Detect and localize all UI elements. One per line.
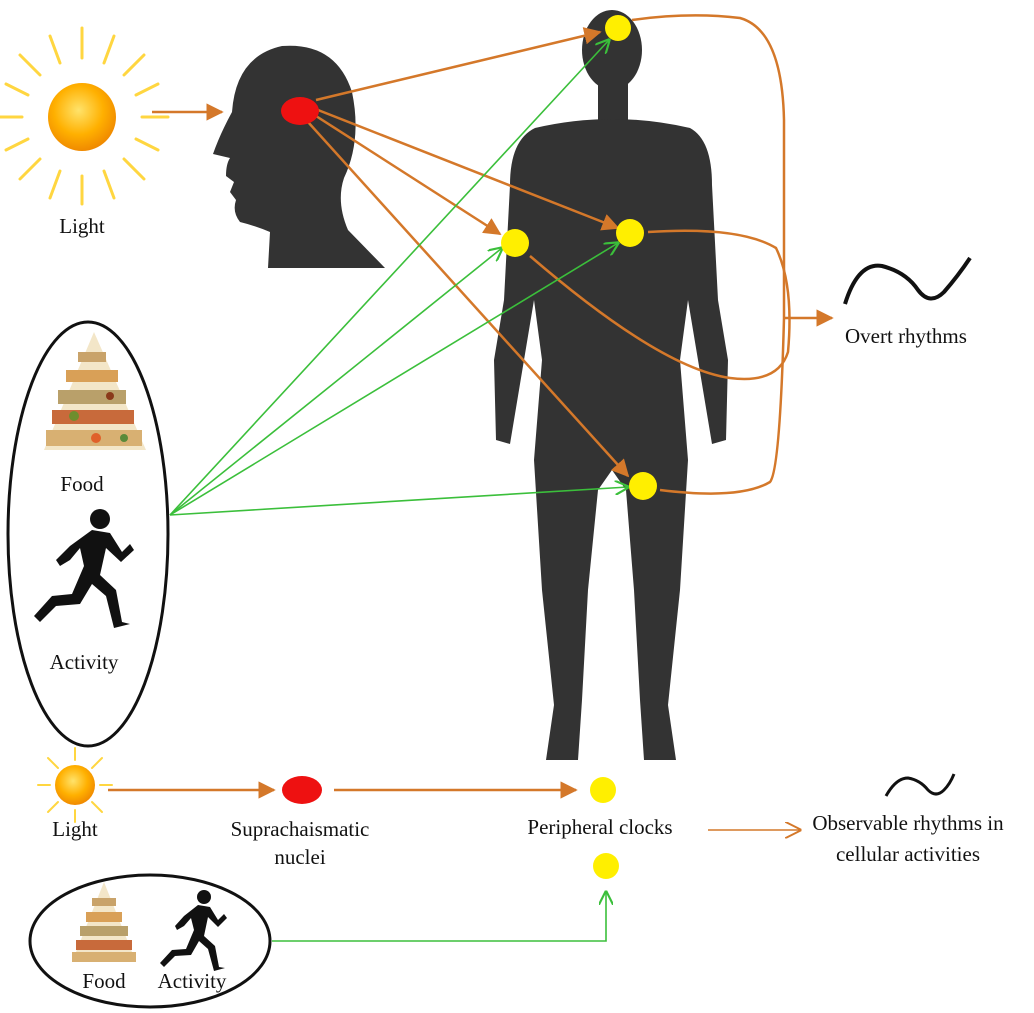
scn-dot bbox=[282, 776, 322, 804]
human-body-silhouette-icon bbox=[494, 10, 728, 760]
sun-icon bbox=[0, 28, 168, 204]
wave-icon bbox=[845, 258, 970, 304]
peripheral-clock-dot-bottom bbox=[593, 853, 619, 879]
food-activity-group-bottom bbox=[30, 875, 270, 1007]
peripheral-clock-brain bbox=[605, 15, 631, 41]
head-silhouette-icon bbox=[213, 46, 385, 268]
activity-label-top: Activity bbox=[50, 650, 119, 674]
activity-label-bottom: Activity bbox=[158, 969, 227, 993]
overt-rhythms-label: Overt rhythms bbox=[845, 324, 967, 348]
observable-rhythms-line1: Observable rhythms in bbox=[812, 811, 1004, 835]
scn-label-line1: Suprachaismatic bbox=[231, 817, 370, 841]
wave-icon-small bbox=[886, 774, 954, 796]
peripheral-clock-arm bbox=[501, 229, 529, 257]
runner-icon bbox=[34, 509, 134, 628]
light-label-bottom: Light bbox=[52, 817, 98, 841]
peripheral-clocks-label: Peripheral clocks bbox=[527, 815, 672, 839]
observable-rhythms-line2: cellular activities bbox=[836, 842, 980, 866]
food-pyramid-icon bbox=[44, 332, 146, 450]
peripheral-clock-leg bbox=[629, 472, 657, 500]
light-label-top: Light bbox=[59, 214, 105, 238]
food-label-top: Food bbox=[60, 472, 104, 496]
sun-icon-small bbox=[38, 748, 112, 822]
food-label-bottom: Food bbox=[82, 969, 126, 993]
runner-icon-small bbox=[160, 890, 227, 971]
peripheral-clock-dot-top bbox=[590, 777, 616, 803]
central-clock-scn bbox=[281, 97, 319, 125]
arrow-food-activity-to-peripheral bbox=[272, 892, 606, 941]
food-pyramid-icon-small bbox=[72, 882, 136, 962]
peripheral-clock-liver bbox=[616, 219, 644, 247]
scn-label-line2: nuclei bbox=[274, 845, 325, 869]
